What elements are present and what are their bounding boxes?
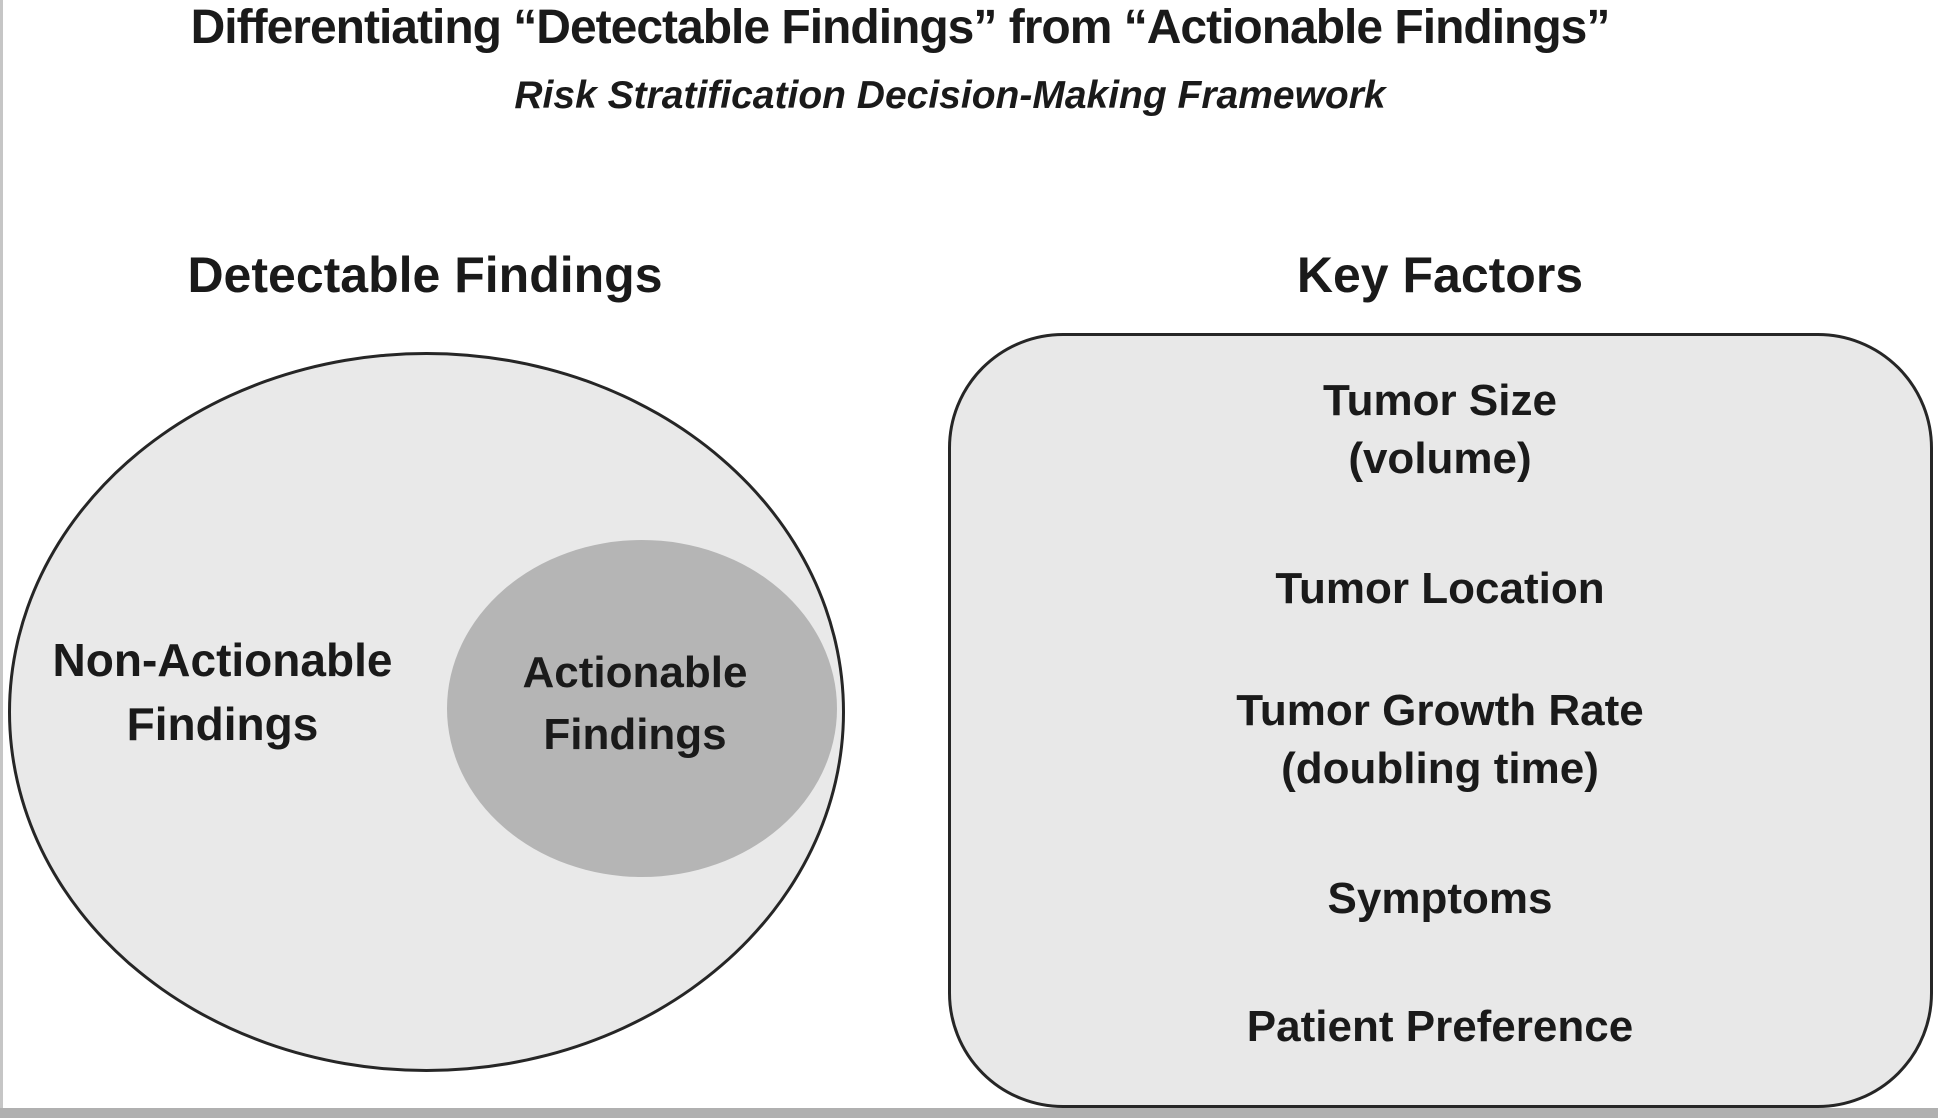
key-factor-line: Symptoms	[1327, 874, 1553, 923]
key-factor-item: Symptoms	[1040, 870, 1840, 928]
bottom-scrollbar-track[interactable]	[0, 1108, 1938, 1118]
key-factor-item: Tumor Growth Rate (doubling time)	[1040, 682, 1840, 798]
venn-heading: Detectable Findings	[187, 247, 663, 303]
key-factors-heading: Key Factors	[1296, 247, 1584, 303]
figure-title: Differentiating “Detectable Findings” fr…	[190, 1, 1611, 54]
key-factor-item: Tumor Size (volume)	[1040, 372, 1840, 488]
actionable-label-line1: Actionable	[522, 648, 748, 697]
non-actionable-label-line1: Non-Actionable	[52, 634, 393, 686]
key-factor-item: Patient Preference	[1040, 998, 1840, 1056]
key-factors-panel	[948, 333, 1933, 1108]
key-factor-line: Tumor Size	[1323, 376, 1557, 425]
non-actionable-label-line2: Findings	[126, 698, 319, 750]
non-actionable-label: Non-Actionable Findings	[25, 628, 420, 756]
key-factor-line: Tumor Growth Rate	[1236, 686, 1644, 735]
actionable-label: Actionable Findings	[460, 642, 810, 766]
key-factor-line: Patient Preference	[1246, 1002, 1634, 1051]
actionable-findings-ellipse	[447, 540, 837, 877]
left-edge-line	[0, 0, 3, 1118]
actionable-label-line2: Findings	[543, 710, 727, 759]
figure-subtitle: Risk Stratification Decision-Making Fram…	[514, 74, 1386, 117]
key-factor-item: Tumor Location	[1040, 560, 1840, 618]
key-factor-line: (volume)	[1348, 434, 1532, 483]
key-factor-line: (doubling time)	[1281, 744, 1599, 793]
key-factor-line: Tumor Location	[1275, 564, 1605, 613]
